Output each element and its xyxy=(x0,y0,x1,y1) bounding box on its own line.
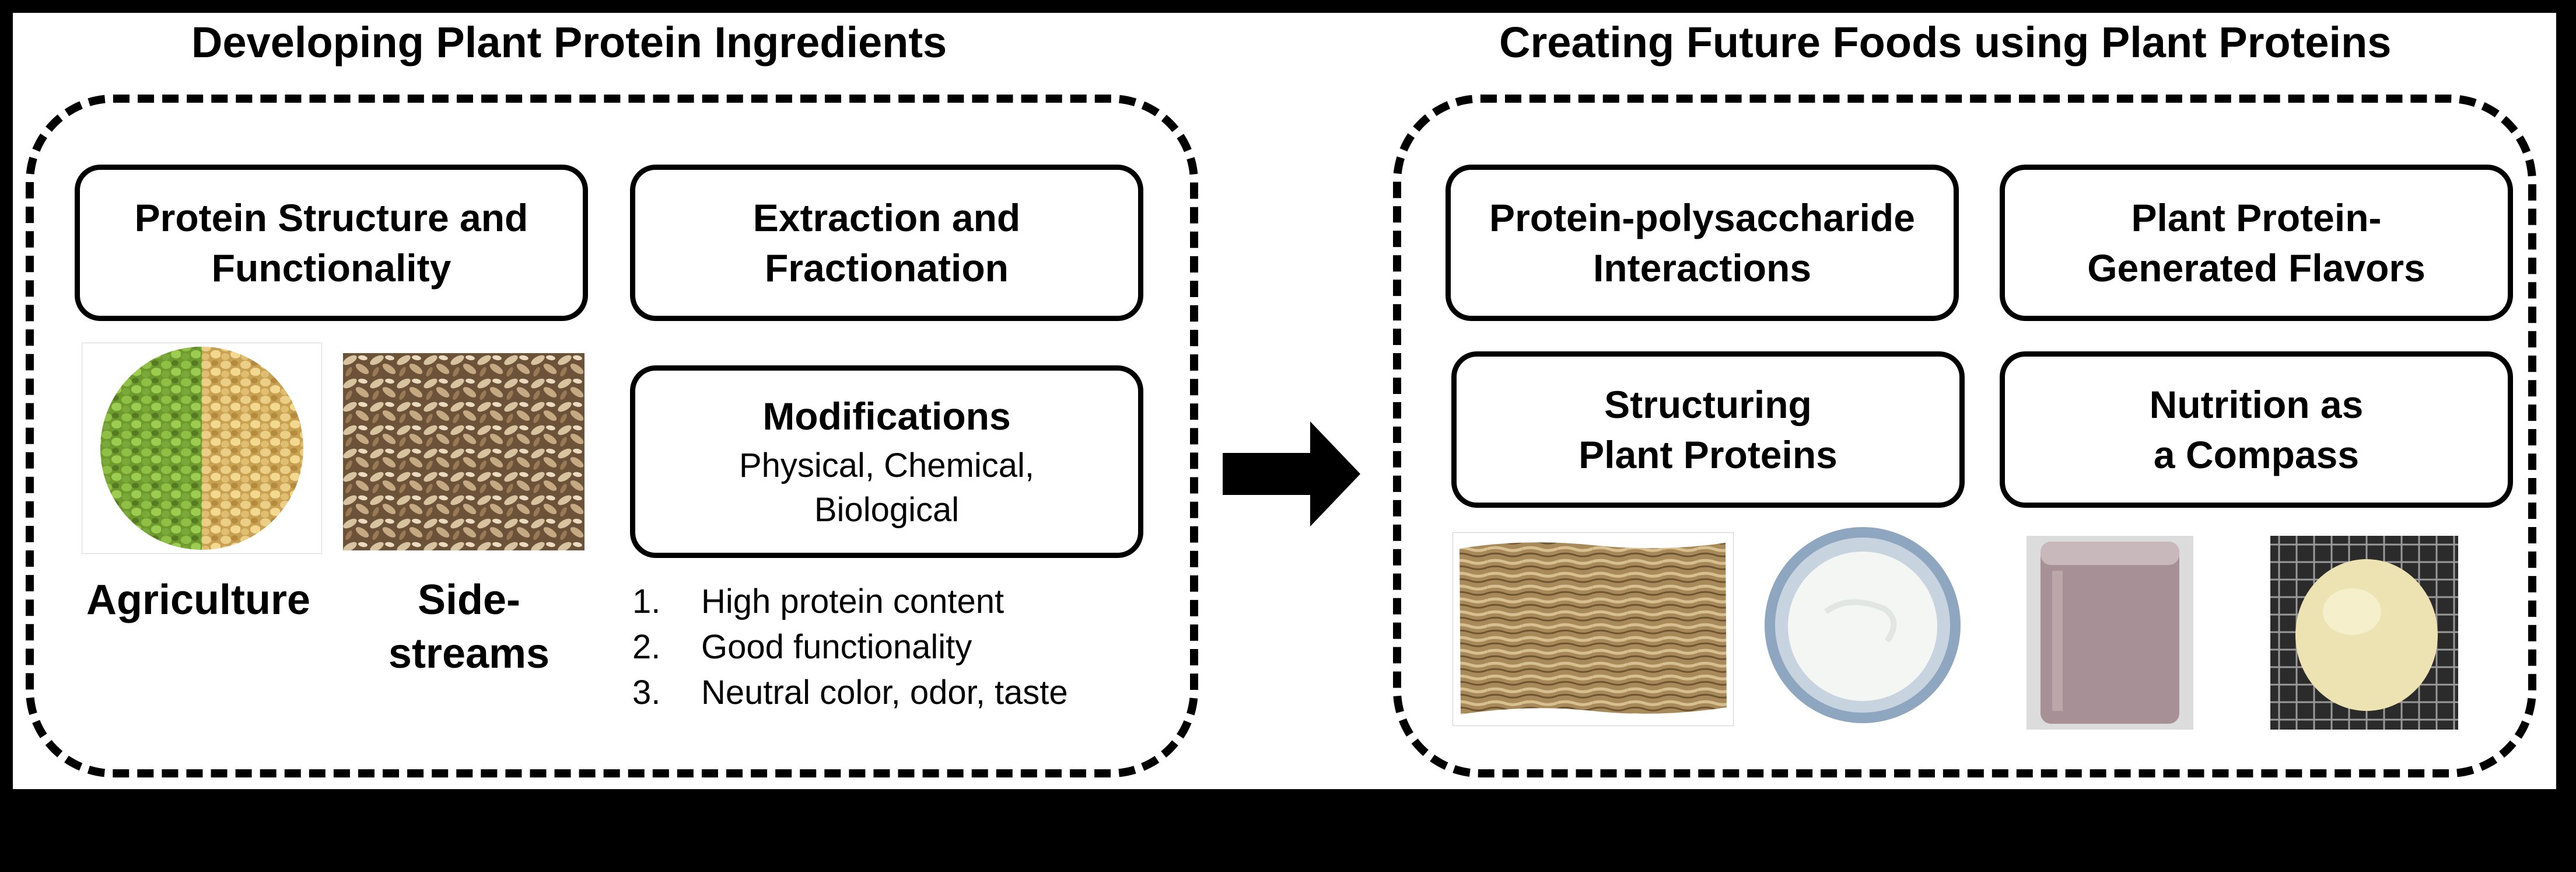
side-streams-image xyxy=(343,353,584,550)
label-agriculture: Agriculture xyxy=(86,577,311,623)
box-protein-structure-line1: Protein Structure and xyxy=(134,196,528,239)
right-dashed-frame xyxy=(1393,95,2536,777)
right-section-title: Creating Future Foods using Plant Protei… xyxy=(1499,18,2392,67)
box-extraction-line2: Fractionation xyxy=(764,246,1009,289)
left-dashed-frame xyxy=(26,95,1198,777)
list-item-text: Good functionality xyxy=(701,628,972,666)
list-item-text: Neutral color, odor, taste xyxy=(701,674,1068,711)
list-item: 2. Good functionality xyxy=(632,625,1068,670)
box-modifications-title: Modifications xyxy=(762,395,1011,438)
box-protein-structure-line2: Functionality xyxy=(211,246,452,289)
box-nutrition: Nutrition as a Compass xyxy=(2000,351,2513,508)
box-nutrition-line1: Nutrition as xyxy=(2149,383,2364,426)
requirements-list: 1. High protein content 2. Good functional… xyxy=(632,579,1068,716)
box-modifications: Modifications Physical, Chemical, Biolog… xyxy=(630,365,1143,558)
box-protein-structure: Protein Structure and Functionality xyxy=(75,165,588,321)
list-item-number: 1. xyxy=(632,583,661,620)
box-modifications-line2: Biological xyxy=(814,491,960,529)
box-plant-protein-flavors-line1: Plant Protein- xyxy=(2131,196,2382,239)
textured-protein-image xyxy=(1452,532,1734,726)
yogurt-bowl-image xyxy=(1765,527,1961,723)
list-item-text: High protein content xyxy=(701,583,1005,620)
split-peas-image xyxy=(82,343,322,554)
box-extraction-line1: Extraction and xyxy=(752,196,1021,239)
protein-ball-image xyxy=(2270,536,2458,730)
plant-drink-image xyxy=(2027,536,2193,730)
list-item-number: 2. xyxy=(632,628,661,666)
figure-panel: Developing Plant Protein Ingredients Pro… xyxy=(13,13,2556,789)
box-structuring-line2: Plant Proteins xyxy=(1578,433,1838,476)
box-modifications-line1: Physical, Chemical, xyxy=(738,447,1035,484)
right-arrow-icon xyxy=(1223,421,1360,526)
box-protein-polysaccharide-line1: Protein-polysaccharide xyxy=(1489,196,1915,239)
left-section-title: Developing Plant Protein Ingredients xyxy=(191,18,947,67)
box-structuring: Structuring Plant Proteins xyxy=(1451,351,1965,508)
label-sidestreams-line2: streams xyxy=(388,630,550,677)
box-protein-polysaccharide: Protein-polysaccharide Interactions xyxy=(1446,165,1959,321)
box-nutrition-line2: a Compass xyxy=(2153,433,2360,476)
box-structuring-line1: Structuring xyxy=(1604,383,1812,426)
box-extraction: Extraction and Fractionation xyxy=(630,165,1143,321)
box-plant-protein-flavors: Plant Protein- Generated Flavors xyxy=(2000,165,2513,321)
box-plant-protein-flavors-line2: Generated Flavors xyxy=(2087,246,2426,289)
list-item: 1. High protein content xyxy=(632,579,1068,625)
list-item-number: 3. xyxy=(632,674,661,711)
list-item: 3. Neutral color, odor, taste xyxy=(632,670,1068,716)
box-protein-polysaccharide-line2: Interactions xyxy=(1592,246,1812,289)
label-sidestreams-line1: Side- xyxy=(417,577,521,623)
